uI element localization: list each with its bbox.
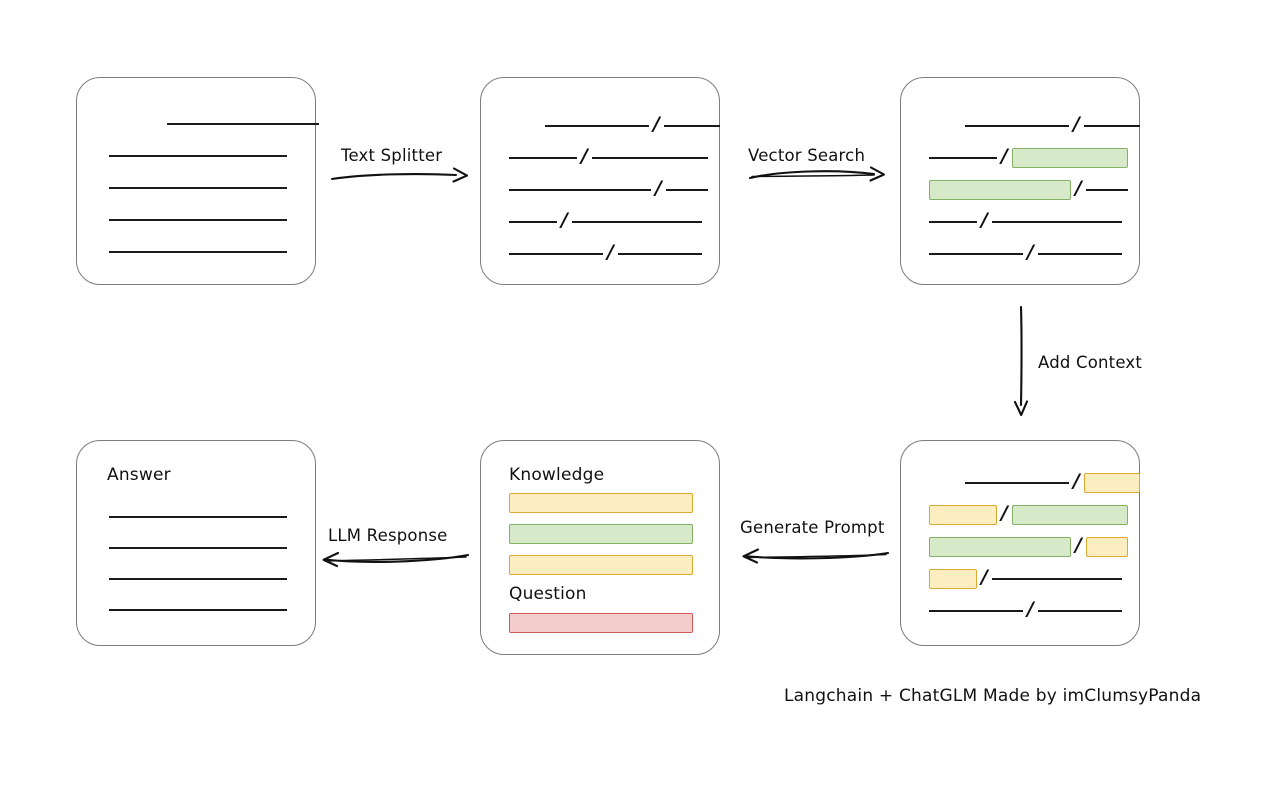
- text-line-segment: [929, 157, 997, 159]
- chunk-separator-slash: /: [1001, 501, 1008, 524]
- yellow-highlight-chunk: [929, 569, 977, 589]
- text-line: [109, 578, 287, 580]
- chunk-separator-slash: /: [655, 176, 662, 199]
- document-chunk-row: /: [481, 144, 719, 168]
- text-line-segment: [509, 157, 577, 159]
- answer-card[interactable]: Answer: [76, 440, 316, 646]
- text-line-segment: [663, 125, 720, 127]
- text-line-segment: [617, 253, 702, 255]
- text-line: [109, 187, 287, 189]
- chunk-separator-slash: /: [981, 565, 988, 588]
- arrow-label-text-splitter: Text Splitter: [341, 146, 443, 165]
- yellow-highlight-chunk: [929, 505, 997, 525]
- arrow-label-llm-response: LLM Response: [328, 526, 448, 545]
- arrow-generate-prompt: [738, 545, 890, 569]
- text-line-segment: [1037, 253, 1122, 255]
- text-line-segment: [665, 189, 708, 191]
- document-chunk-row: /: [901, 208, 1139, 232]
- document-chunk-row: /: [901, 240, 1139, 264]
- source-document-card[interactable]: [76, 77, 319, 285]
- chunk-separator-slash: /: [653, 112, 660, 135]
- document-chunk-row: /: [901, 565, 1139, 589]
- question-bar-red: [509, 613, 693, 633]
- document-chunk-row: /: [901, 112, 1140, 136]
- arrow-label-add-context: Add Context: [1038, 353, 1143, 372]
- text-line-segment: [509, 221, 557, 223]
- document-chunk-row: /: [901, 533, 1139, 557]
- green-highlight-chunk: [929, 180, 1071, 200]
- prompt-card[interactable]: Knowledge Question: [480, 440, 720, 655]
- chunk-separator-slash: /: [981, 208, 988, 231]
- chunk-separator-slash: /: [1073, 112, 1080, 135]
- document-chunk-row: /: [901, 597, 1139, 621]
- text-line-segment: [545, 125, 649, 127]
- text-line: [109, 547, 287, 549]
- chunk-separator-slash: /: [1027, 597, 1034, 620]
- document-chunk-row: /: [901, 144, 1139, 168]
- text-line: [109, 609, 287, 611]
- text-line-segment: [1037, 610, 1122, 612]
- text-line-segment: [509, 253, 603, 255]
- text-line-segment: [1083, 125, 1140, 127]
- context-document-card[interactable]: / / / / /: [900, 440, 1140, 646]
- document-chunk-row: /: [481, 176, 719, 200]
- text-line-segment: [965, 482, 1069, 484]
- question-label: Question: [509, 584, 587, 604]
- chunk-separator-slash: /: [607, 240, 614, 263]
- chunk-separator-slash: /: [561, 208, 568, 231]
- text-line-segment: [965, 125, 1069, 127]
- arrow-add-context: [1010, 305, 1034, 417]
- chunk-separator-slash: /: [1073, 469, 1080, 492]
- document-chunk-row: /: [481, 112, 720, 136]
- text-line-segment: [929, 221, 977, 223]
- text-line: [109, 219, 287, 221]
- arrow-llm-response: [318, 548, 470, 572]
- green-highlight-chunk: [1011, 148, 1128, 168]
- yellow-highlight-chunk: [1085, 537, 1128, 557]
- knowledge-bar-green: [509, 524, 693, 544]
- text-line-segment: [509, 189, 651, 191]
- footer-credit: Langchain + ChatGLM Made by imClumsyPand…: [784, 686, 1202, 706]
- arrow-label-generate-prompt: Generate Prompt: [740, 518, 885, 537]
- chunk-separator-slash: /: [1075, 533, 1082, 556]
- text-line: [167, 123, 319, 125]
- text-line-segment: [571, 221, 702, 223]
- knowledge-bar-yellow: [509, 493, 693, 513]
- knowledge-label: Knowledge: [509, 465, 605, 485]
- text-line: [109, 516, 287, 518]
- text-line: [109, 155, 287, 157]
- yellow-highlight-chunk: [1083, 473, 1140, 493]
- split-document-card[interactable]: / / / / /: [480, 77, 720, 285]
- document-chunk-row: /: [901, 176, 1139, 200]
- text-line-segment: [991, 221, 1122, 223]
- text-line: [109, 251, 287, 253]
- arrow-text-splitter: [330, 166, 472, 186]
- chunk-separator-slash: /: [1001, 144, 1008, 167]
- answer-label: Answer: [107, 465, 171, 485]
- document-chunk-row: /: [481, 208, 719, 232]
- chunk-separator-slash: /: [1075, 176, 1082, 199]
- green-highlight-chunk: [1011, 505, 1128, 525]
- knowledge-bar-yellow: [509, 555, 693, 575]
- document-chunk-row: /: [901, 501, 1139, 525]
- vector-search-result-card[interactable]: / / / / /: [900, 77, 1140, 285]
- arrow-vector-search: [748, 164, 888, 188]
- text-line-segment: [1085, 189, 1128, 191]
- green-highlight-chunk: [929, 537, 1071, 557]
- text-line-segment: [991, 578, 1122, 580]
- text-line-segment: [929, 610, 1023, 612]
- document-chunk-row: /: [901, 469, 1140, 493]
- document-chunk-row: /: [481, 240, 719, 264]
- chunk-separator-slash: /: [581, 144, 588, 167]
- text-line-segment: [591, 157, 708, 159]
- chunk-separator-slash: /: [1027, 240, 1034, 263]
- arrow-label-vector-search: Vector Search: [748, 146, 866, 165]
- text-line-segment: [929, 253, 1023, 255]
